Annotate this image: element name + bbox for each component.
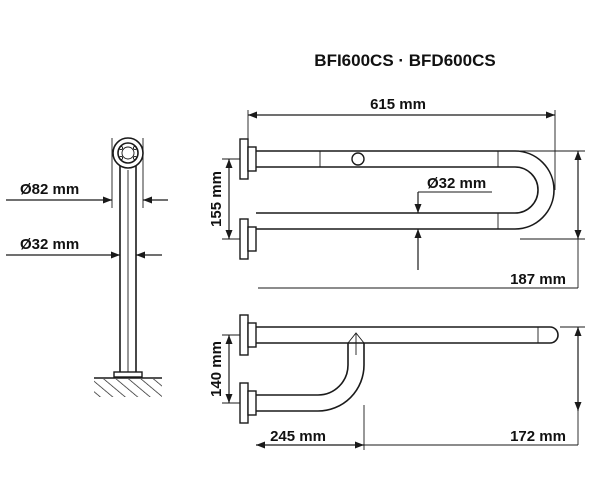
flange-screw-1 [118, 145, 124, 151]
dim-tube-arrow-down [414, 204, 422, 213]
dim245-arrow-left [256, 441, 265, 449]
flange-screw-2 [132, 145, 138, 151]
top-total-depth-label: 187 mm [510, 271, 566, 288]
dim245-arrow-right [355, 441, 364, 449]
dim172-arrow-top [574, 327, 582, 336]
dim155-arrow-bottom [225, 230, 233, 239]
bottom-rail [256, 326, 559, 344]
dim82-arrow-left [103, 196, 112, 204]
flange-screw-3 [118, 155, 124, 161]
top-view: 615 mm 155 mm Ø32 mm 187 mm [208, 96, 585, 289]
bottom-flange-upper-collar [247, 322, 257, 348]
top-tube-diameter-label: Ø32 mm [427, 175, 486, 192]
top-rail-inner [256, 166, 539, 214]
side-outer-diameter-label: Ø82 mm [20, 181, 79, 198]
top-rail-outer [256, 150, 555, 230]
bottom-view: 140 mm 245 mm 172 mm [208, 314, 585, 450]
floor-hatch [94, 379, 162, 397]
bottom-leg-outer [256, 343, 349, 396]
dim32-arrow-right [136, 251, 145, 259]
top-flange-upper-collar [247, 146, 257, 172]
side-view: Ø82 mm Ø32 mm [6, 137, 168, 397]
dim187-arrow-top [574, 151, 582, 160]
bottom-flange-lower [239, 382, 249, 424]
flange-hub [121, 146, 135, 160]
side-tube-diameter-label: Ø32 mm [20, 236, 79, 253]
dim82-arrow-right [143, 196, 152, 204]
top-rail-spacing-label: 155 mm [208, 171, 225, 227]
bottom-leg-offset-label: 245 mm [270, 428, 326, 445]
dim155-arrow-top [225, 159, 233, 168]
flange-screw-4 [132, 155, 138, 161]
bottom-total-depth-label: 172 mm [510, 428, 566, 445]
dim140-arrow-bottom [225, 394, 233, 403]
dim172-arrow-bottom [574, 402, 582, 411]
dim187-arrow-bottom [574, 230, 582, 239]
top-flange-lower-collar [247, 226, 257, 252]
top-flange-lower [239, 218, 249, 260]
flange-inner-ring [117, 142, 139, 164]
dim-tube-arrow-up [414, 229, 422, 238]
dim32-arrow-left [111, 251, 120, 259]
dim615-arrow-left [248, 111, 257, 119]
top-flange-upper [239, 138, 249, 180]
bottom-flange-upper [239, 314, 249, 356]
bottom-flange-lower-collar [247, 390, 257, 416]
side-foot-plate [113, 371, 143, 378]
dim615-arrow-right [546, 111, 555, 119]
drawing-title: BFI600CS · BFD600CS [314, 51, 495, 70]
bottom-rail-spacing-label: 140 mm [208, 341, 225, 397]
top-overall-length-label: 615 mm [370, 96, 426, 113]
dim140-arrow-top [225, 335, 233, 344]
bottom-leg-inner [256, 343, 365, 412]
top-rail-knob [351, 152, 365, 166]
